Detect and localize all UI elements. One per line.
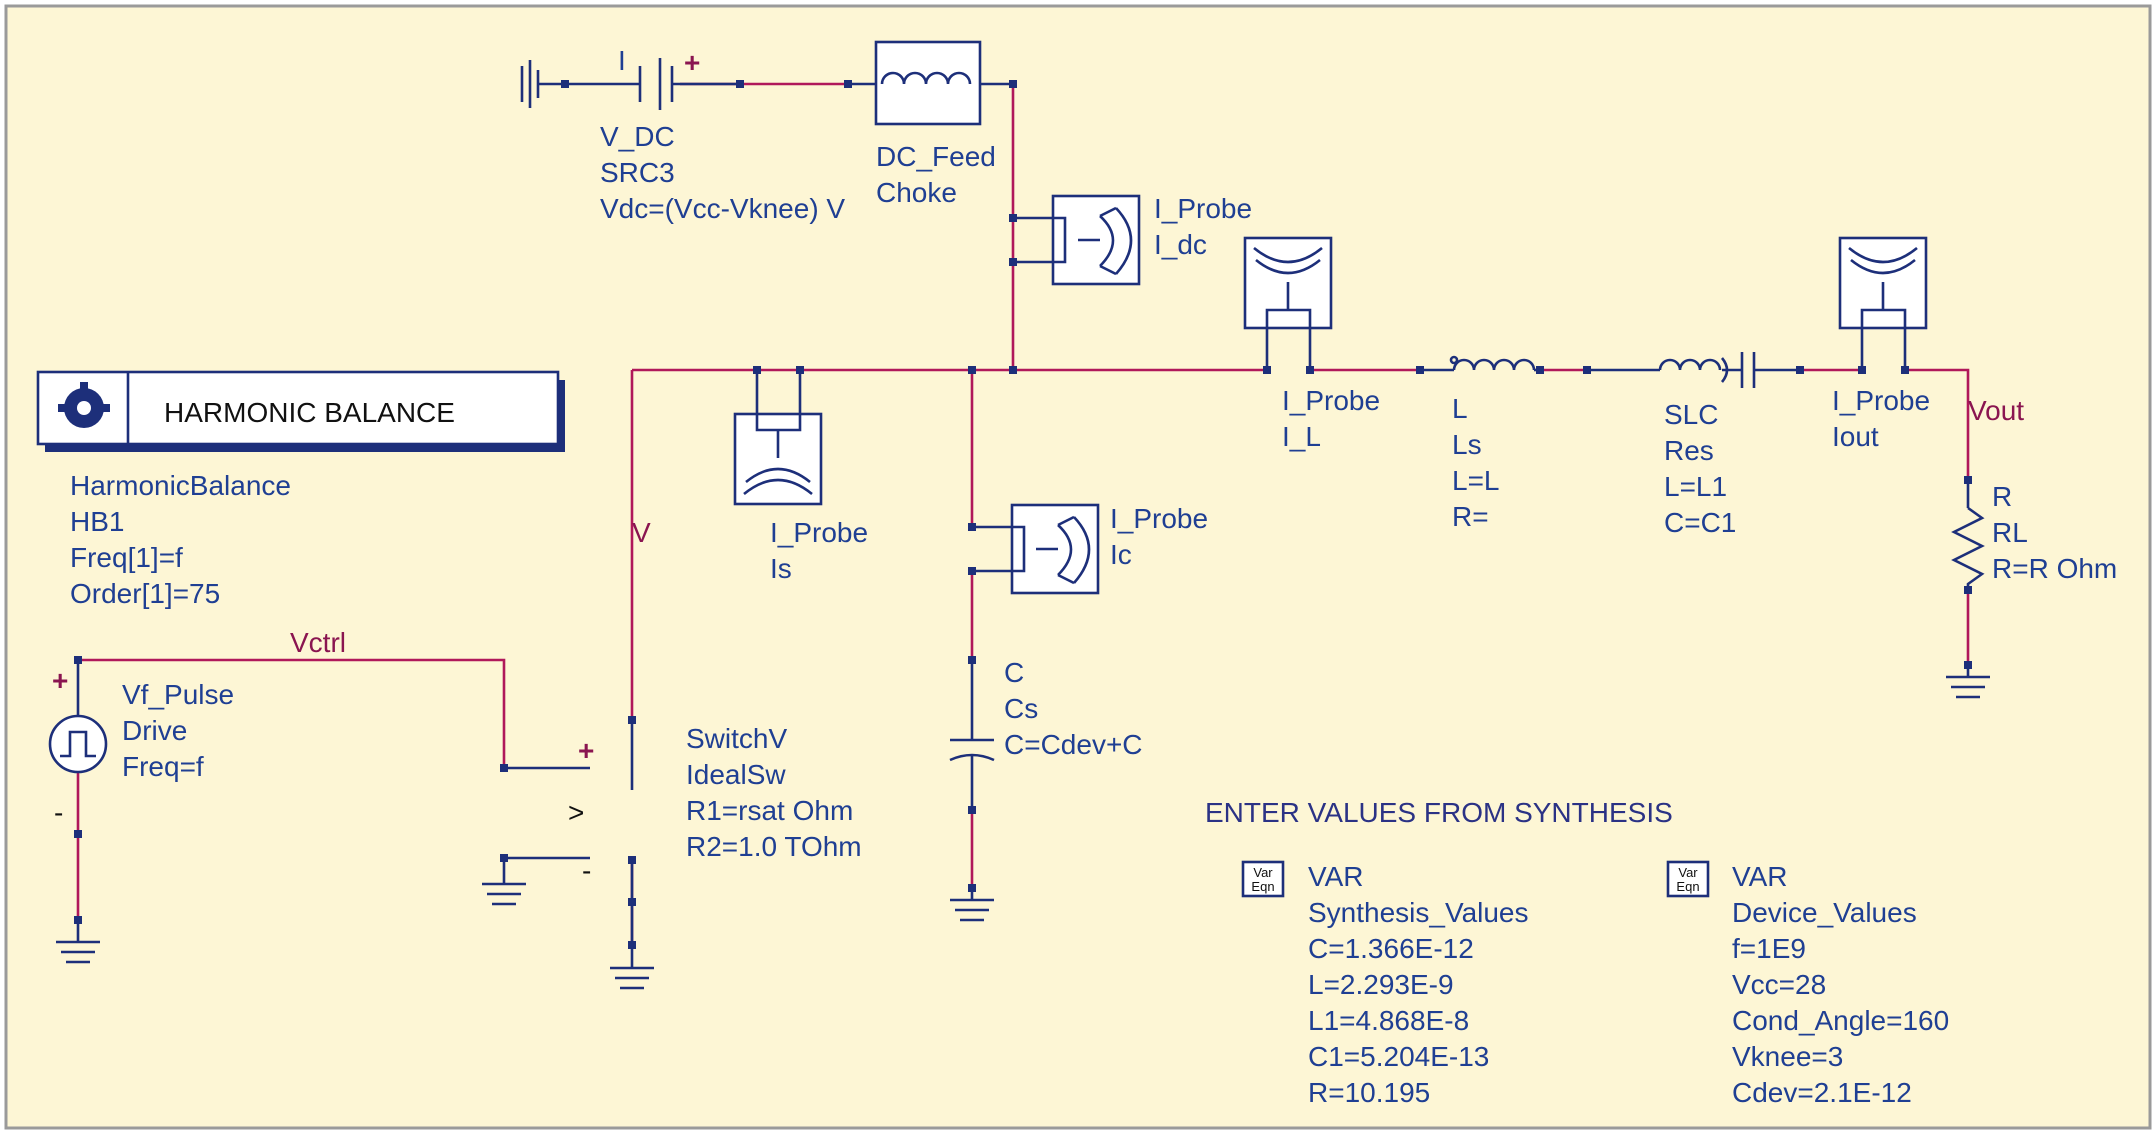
slc-capacitance: C=C1	[1664, 507, 1736, 538]
var2-vcc: Vcc=28	[1732, 969, 1826, 1000]
var1-l1: L1=4.868E-8	[1308, 1005, 1469, 1036]
var2-type: VAR	[1732, 861, 1788, 892]
var2-cdev: Cdev=2.1E-12	[1732, 1077, 1912, 1108]
cap-instance: Cs	[1004, 693, 1038, 724]
capacitor-cs[interactable]	[949, 656, 995, 814]
ground-icon	[950, 884, 994, 922]
hb-instance: HB1	[70, 506, 124, 537]
var-eqn-icon: Var Eqn	[1241, 860, 1285, 898]
vdc-plus-label: +	[684, 47, 700, 78]
pulse-freq: Freq=f	[122, 751, 204, 782]
probe-iout-type: I_Probe	[1832, 385, 1930, 416]
probe-iout-name: Iout	[1832, 421, 1879, 452]
res-instance: RL	[1992, 517, 2028, 548]
var1-c: C=1.366E-12	[1308, 933, 1474, 964]
var-device-values[interactable]: Var Eqn VAR Device_Values f=1E9 Vcc=28 C…	[1666, 860, 1949, 1108]
current-probe-iout[interactable]	[1838, 236, 1928, 374]
ind-value: L=L	[1452, 465, 1500, 496]
series-lc-resonator[interactable]	[1583, 352, 1804, 388]
hb-order: Order[1]=75	[70, 578, 220, 609]
hb-header: HARMONIC BALANCE	[164, 397, 455, 428]
resistor-rl[interactable]	[1951, 476, 1985, 594]
var1-c1: C1=5.204E-13	[1308, 1041, 1489, 1072]
junction-dot	[968, 366, 976, 374]
dc-voltage-source[interactable]	[520, 58, 744, 110]
slc-instance: Res	[1664, 435, 1714, 466]
vdc-value: Vdc=(Vcc-Vknee) V	[600, 193, 845, 224]
vdc-instance: SRC3	[600, 157, 675, 188]
var2-name: Device_Values	[1732, 897, 1917, 928]
var-eqn-icon: Var Eqn	[1666, 860, 1710, 898]
var1-icon-top: Var	[1253, 865, 1273, 880]
var2-f: f=1E9	[1732, 933, 1806, 964]
switch-minus: -	[582, 855, 591, 886]
ind-resistance: R=	[1452, 501, 1489, 532]
slc-name: SLC	[1664, 399, 1718, 430]
var2-icon-top: Var	[1678, 865, 1698, 880]
current-probe-ic[interactable]	[968, 503, 1100, 595]
current-probe-idc[interactable]	[1009, 194, 1141, 286]
harmonic-balance-controller[interactable]: HARMONIC BALANCE	[36, 370, 565, 452]
var1-name: Synthesis_Values	[1308, 897, 1529, 928]
ground-icon	[482, 872, 526, 906]
var1-type: VAR	[1308, 861, 1364, 892]
synthesis-banner: ENTER VALUES FROM SYNTHESIS	[1205, 797, 1673, 828]
vdc-name: V_DC	[600, 121, 675, 152]
net-vctrl: Vctrl	[290, 627, 346, 658]
var2-icon-bot: Eqn	[1676, 879, 1699, 894]
dcfeed-instance: Choke	[876, 177, 957, 208]
var2-cond-angle: Cond_Angle=160	[1732, 1005, 1949, 1036]
cap-name: C	[1004, 657, 1024, 688]
vdc-minus-label: I	[618, 45, 626, 76]
var1-l: L=2.293E-9	[1308, 969, 1454, 1000]
probe-is-type: I_Probe	[770, 517, 868, 548]
ground-icon	[610, 945, 654, 990]
probe-is-name: Is	[770, 553, 792, 584]
inductor-ls[interactable]	[1416, 355, 1544, 374]
var1-icon-bot: Eqn	[1251, 879, 1274, 894]
switch-name: SwitchV	[686, 723, 787, 754]
switch-instance: IdealSw	[686, 759, 786, 790]
net-v: V	[632, 517, 651, 548]
junction-dot	[1009, 366, 1017, 374]
switch-r2: R2=1.0 TOhm	[686, 831, 862, 862]
var1-r: R=10.195	[1308, 1077, 1430, 1108]
current-probe-is[interactable]	[733, 366, 823, 506]
dcfeed-name: DC_Feed	[876, 141, 996, 172]
ind-instance: Ls	[1452, 429, 1482, 460]
pulse-voltage-source[interactable]	[48, 656, 108, 924]
probe-il-name: I_L	[1282, 421, 1321, 452]
ind-name: L	[1452, 393, 1468, 424]
probe-ic-name: Ic	[1110, 539, 1132, 570]
switch-plus: +	[578, 735, 594, 766]
switch-r1: R1=rsat Ohm	[686, 795, 853, 826]
ground-icon	[56, 920, 100, 964]
probe-il-type: I_Probe	[1282, 385, 1380, 416]
probe-idc-name: I_dc	[1154, 229, 1207, 260]
net-vout: Vout	[1968, 395, 2024, 426]
pulse-instance: Drive	[122, 715, 187, 746]
pulse-name: Vf_Pulse	[122, 679, 234, 710]
harmonic-balance-icon	[58, 382, 110, 428]
var-synthesis-values[interactable]: Var Eqn VAR Synthesis_Values C=1.366E-12…	[1241, 860, 1529, 1108]
switch-arrow: >	[568, 797, 584, 828]
probe-ic-type: I_Probe	[1110, 503, 1208, 534]
var2-vknee: Vknee=3	[1732, 1041, 1843, 1072]
hb-type: HarmonicBalance	[70, 470, 291, 501]
probe-idc-type: I_Probe	[1154, 193, 1252, 224]
ground-icon	[1946, 661, 1990, 699]
dc-feed-choke[interactable]	[844, 40, 1017, 126]
hb-freq: Freq[1]=f	[70, 542, 183, 573]
current-probe-il[interactable]	[1243, 236, 1333, 374]
slc-inductance: L=L1	[1664, 471, 1727, 502]
cap-value: C=Cdev+C	[1004, 729, 1143, 760]
pulse-plus: +	[52, 665, 68, 696]
res-name: R	[1992, 481, 2012, 512]
pulse-minus: -	[54, 797, 63, 828]
res-value: R=R Ohm	[1992, 553, 2117, 584]
